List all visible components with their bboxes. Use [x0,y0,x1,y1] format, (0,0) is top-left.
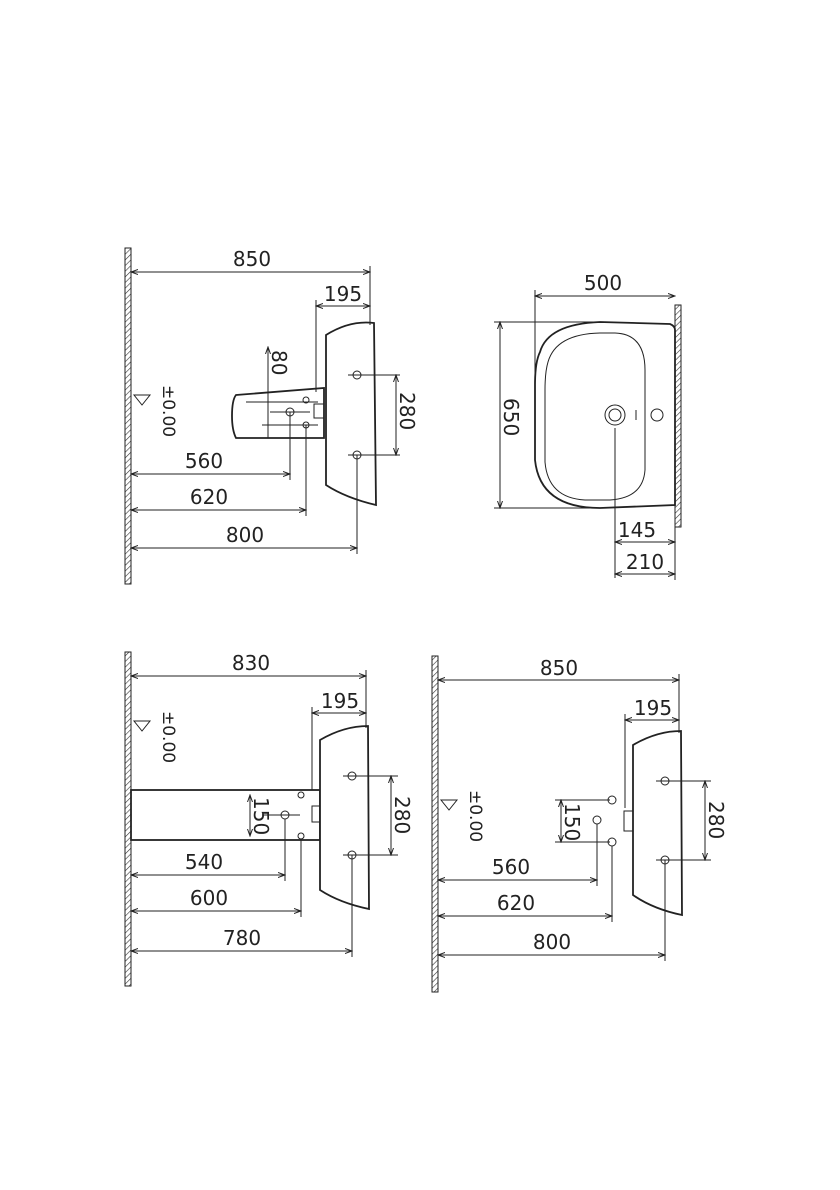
dim-to-fixing: 620 [190,485,228,509]
level-marker: ±0.00 [439,790,485,842]
basin-back-piece [231,387,325,439]
dim-depth-front: 195 [634,696,672,720]
side-view-semi: ±0.00 850 195 150 280 560 [431,655,728,993]
wall [124,247,132,585]
dim-to-front-holes: 800 [533,930,571,954]
dim-to-fixing: 620 [497,891,535,915]
dim-waste-spacing: 150 [249,797,273,835]
basin-body [632,730,683,917]
dim-fixing-spacing: 280 [395,392,419,430]
dim-bracket-height: 80 [267,350,291,375]
dim-to-waste: 560 [185,449,223,473]
dim-to-front-holes: 780 [223,926,261,950]
dim-to-waste: 540 [185,850,223,874]
level-marker-label: ±0.00 [158,385,178,437]
waste-outlet [604,404,626,426]
basin-bowl [544,332,646,501]
dim-overflow-offset: 210 [626,550,664,574]
level-marker: ±0.00 [132,711,178,763]
basin-body [325,321,377,507]
side-view-wall-hung: ±0.00 850 195 80 280 560 [124,247,419,585]
dim-depth-front: 195 [321,689,359,713]
level-marker-label: ±0.00 [158,711,178,763]
plan-view: 500 650 145 210 [494,271,682,580]
wall [431,655,439,993]
dim-fixing-spacing: 280 [704,801,728,839]
dim-overall: 830 [232,651,270,675]
dim-to-waste: 560 [492,855,530,879]
dim-to-fixing: 600 [190,886,228,910]
tap-hole [650,408,664,422]
dim-overall: 850 [233,247,271,271]
side-view-pedestal: ±0.00 830 195 150 280 540 [124,651,414,987]
dim-depth: 650 [499,398,523,436]
dim-width: 500 [584,271,622,295]
level-marker-label: ±0.00 [465,790,485,842]
dim-waste-spacing: 150 [560,803,584,841]
dim-tap-offset: 145 [618,518,656,542]
dim-fixing-spacing: 280 [390,796,414,834]
dim-overall: 850 [540,656,578,680]
dim-depth-front: 195 [324,282,362,306]
basin-body [319,725,370,911]
dim-to-front-holes: 800 [226,523,264,547]
level-marker: ±0.00 [132,385,178,437]
